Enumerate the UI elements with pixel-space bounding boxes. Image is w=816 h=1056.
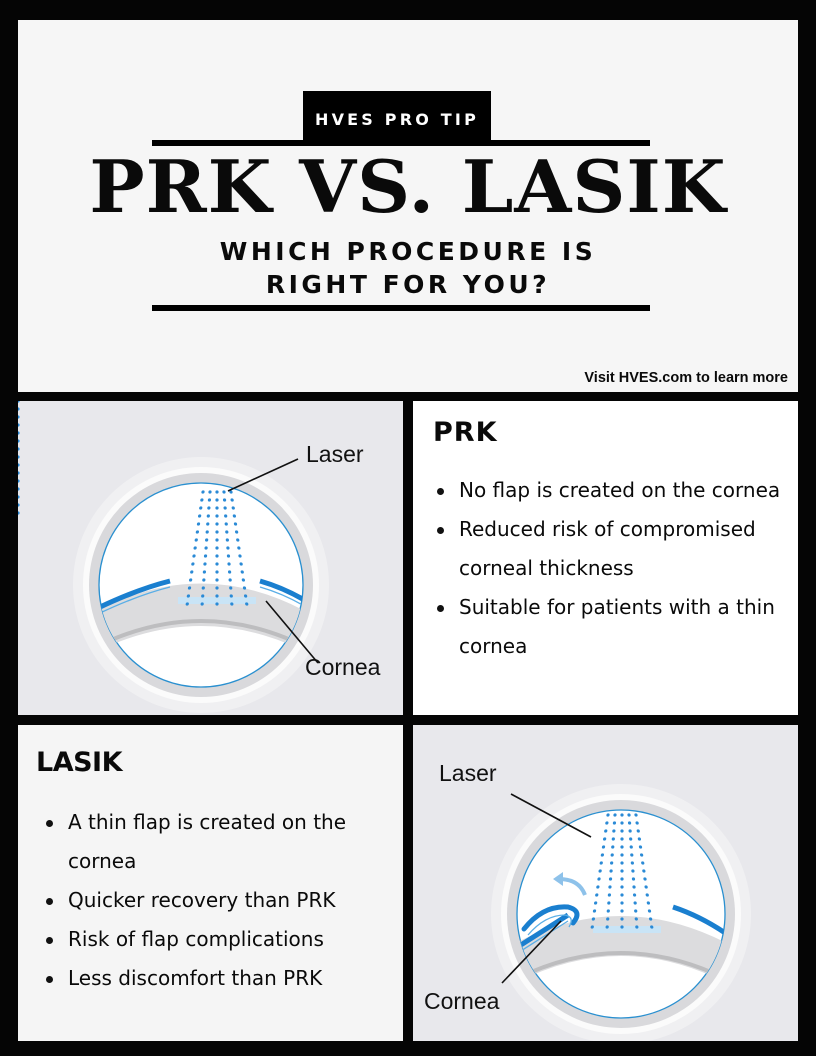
lasik-laser-label: Laser [439, 760, 497, 786]
prk-diagram-panel: Laser Cornea [18, 401, 403, 715]
lasik-eye-diagram-icon [491, 784, 751, 1041]
subtitle-line-2: RIGHT FOR YOU? [265, 270, 551, 299]
list-item: Reduced risk of compromised corneal thic… [435, 510, 785, 588]
prk-eye-diagram-icon [18, 401, 329, 713]
lasik-cornea-label: Cornea [424, 988, 500, 1014]
page-title: PRK VS. LASIK [89, 144, 727, 229]
lasik-info-panel: LASIK A thin flap is created on the corn… [18, 725, 403, 1041]
list-item: Quicker recovery than PRK [44, 881, 394, 920]
list-item: Less discomfort than PRK [44, 959, 394, 998]
prk-laser-label: Laser [306, 441, 364, 467]
prk-info-panel: PRK No flap is created on the cornea Red… [413, 401, 798, 715]
subtitle-line-1: WHICH PROCEDURE IS [219, 237, 597, 266]
pro-tip-badge: HVES PRO TIP [303, 91, 491, 141]
divider-bottom [152, 305, 650, 311]
prk-cornea-label: Cornea [305, 654, 381, 680]
list-item: Risk of flap complications [44, 920, 394, 959]
page-subtitle: WHICH PROCEDURE IS RIGHT FOR YOU? [18, 235, 798, 301]
visit-website-link[interactable]: Visit HVES.com to learn more [584, 370, 788, 386]
prk-bullet-list: No flap is created on the cornea Reduced… [435, 471, 785, 666]
lasik-diagram-panel: Laser Cornea [413, 725, 798, 1041]
lasik-heading: LASIK [36, 747, 123, 778]
divider-top [152, 140, 650, 146]
header-panel: HVES PRO TIP PRK VS. LASIK WHICH PROCEDU… [18, 20, 798, 392]
list-item: A thin flap is created on the cornea [44, 803, 394, 881]
lasik-bullet-list: A thin flap is created on the cornea Qui… [44, 803, 394, 998]
list-item: Suitable for patients with a thin cornea [435, 588, 785, 666]
list-item: No flap is created on the cornea [435, 471, 785, 510]
prk-heading: PRK [433, 417, 498, 448]
